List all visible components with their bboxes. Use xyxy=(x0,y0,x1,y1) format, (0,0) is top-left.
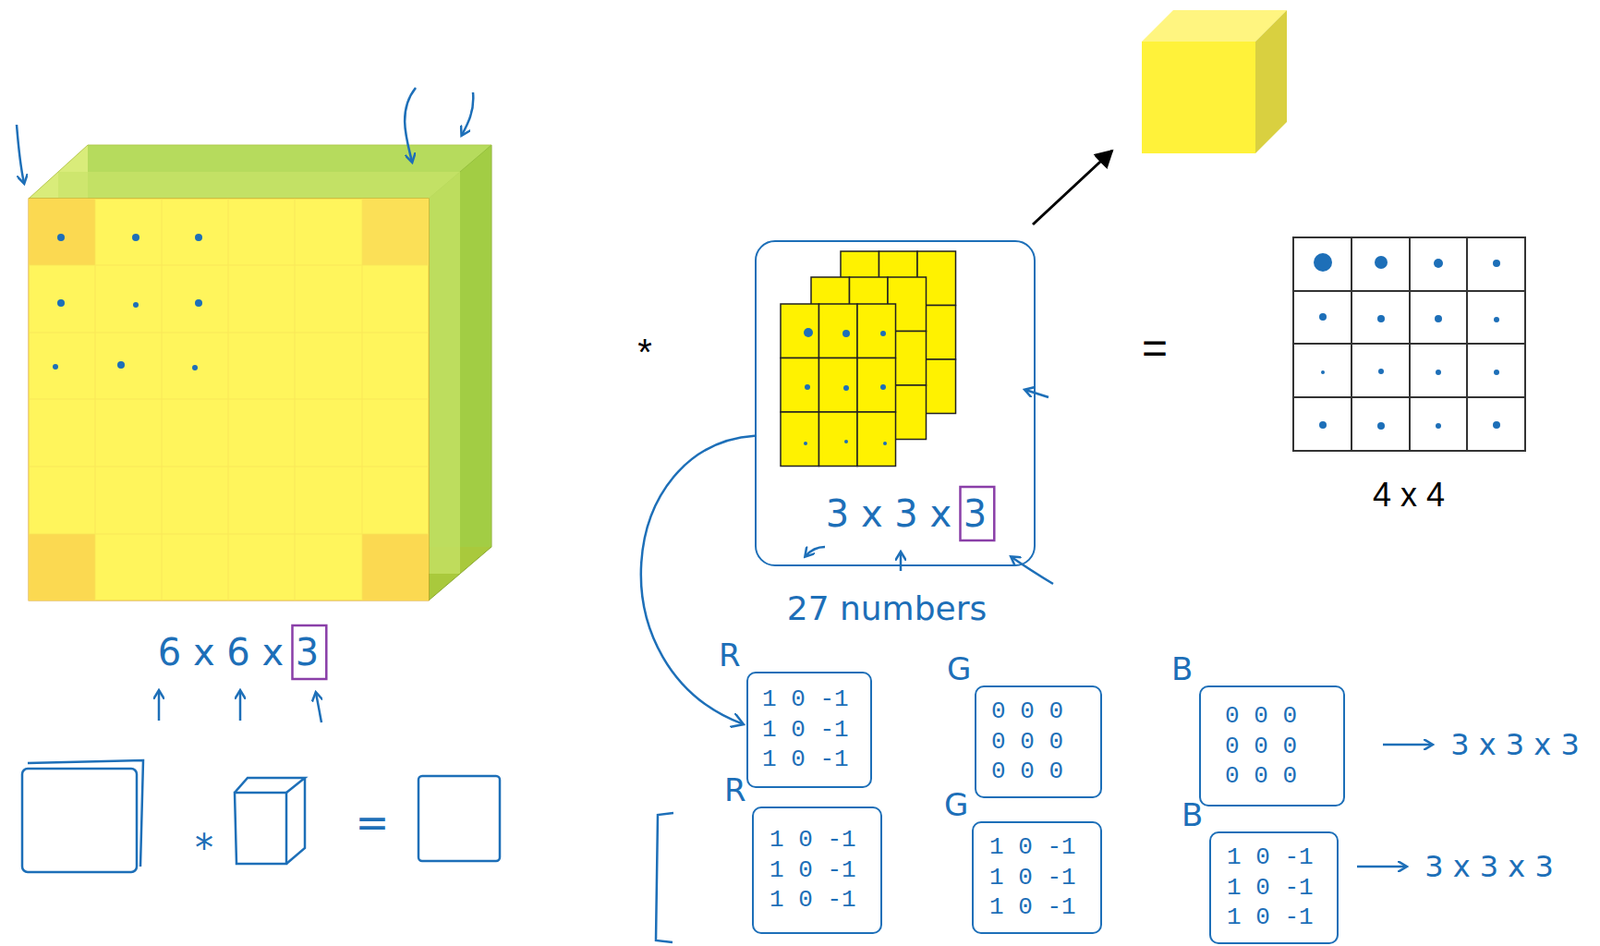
operator: * xyxy=(637,331,653,374)
connector-arrow xyxy=(641,436,755,725)
channel-label: R xyxy=(718,636,741,674)
matrix-values: 0 0 0 0 0 0 0 0 0 xyxy=(1224,701,1321,792)
matrix-box: G0 0 0 0 0 0 0 0 0 xyxy=(974,685,1103,799)
operator: * xyxy=(194,826,214,870)
input-volume xyxy=(28,145,492,601)
matrix-values: 1 0 -1 1 0 -1 1 0 -1 xyxy=(1226,842,1322,934)
pointer-arrows xyxy=(16,87,1432,943)
filter-box: 3 x 3 x 3 xyxy=(754,240,1036,567)
matrix-box: R1 0 -1 1 0 -1 1 0 -1 xyxy=(746,671,873,788)
channel-label: G xyxy=(946,650,971,688)
dimension-label: 4 x 4 xyxy=(1372,475,1445,515)
matrix-box: B1 0 -1 1 0 -1 1 0 -1 xyxy=(1209,831,1339,945)
filter-grids xyxy=(780,251,957,467)
operator: = xyxy=(1141,322,1168,374)
matrix-values: 1 0 -1 1 0 -1 1 0 -1 xyxy=(769,824,865,916)
matrix-values: 1 0 -1 1 0 -1 1 0 -1 xyxy=(989,832,1085,923)
matrix-box: R1 0 -1 1 0 -1 1 0 -1 xyxy=(751,806,883,934)
matrix-box: B0 0 0 0 0 0 0 0 0 xyxy=(1199,685,1346,807)
filter-dimension: 3 x 3 x 3 xyxy=(825,492,988,535)
output-grid xyxy=(1293,237,1526,451)
output-cube xyxy=(1141,10,1287,154)
matrix-values: 0 0 0 0 0 0 0 0 0 xyxy=(991,696,1087,788)
matrix-values: 1 0 -1 1 0 -1 1 0 -1 xyxy=(762,684,858,776)
dimension-label: 3 x 3 x 3 xyxy=(1424,848,1554,885)
channel-label: R xyxy=(724,771,747,809)
channel-label: B xyxy=(1181,796,1203,834)
note: 27 numbers xyxy=(787,589,988,628)
matrix-box: G1 0 -1 1 0 -1 1 0 -1 xyxy=(971,821,1103,934)
channel-label: G xyxy=(944,786,969,824)
dimension-label: 6 x 6 x 3 xyxy=(157,630,320,674)
dimension-label: 3 x 3 x 3 xyxy=(1450,727,1580,763)
channel-label: B xyxy=(1171,650,1193,688)
operator: = xyxy=(355,799,390,847)
